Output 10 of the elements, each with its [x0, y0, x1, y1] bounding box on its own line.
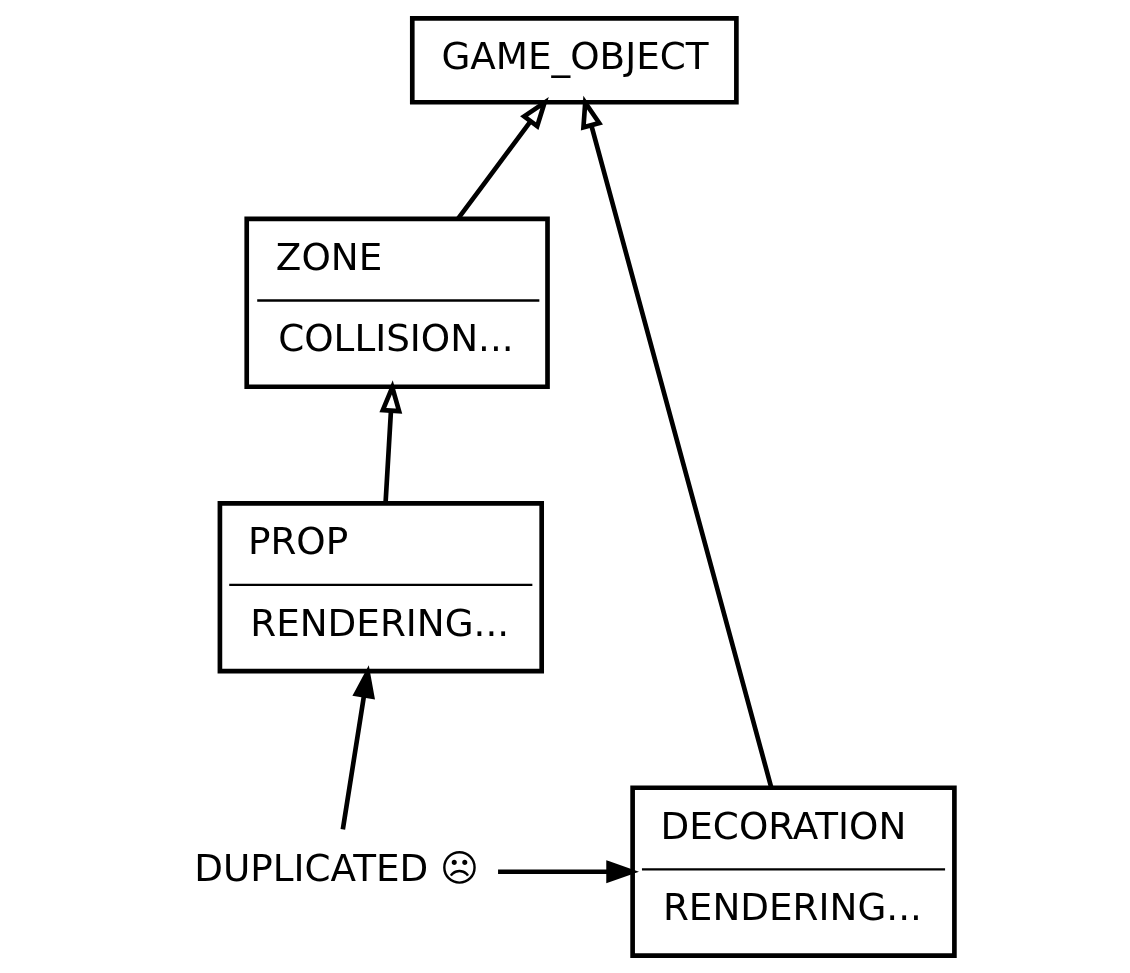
arrow: [456, 96, 549, 220]
node-box: PROP RENDERING...: [217, 500, 544, 674]
arrow: [379, 379, 403, 503]
node-box: GAME_OBJECT: [409, 15, 739, 105]
arrow: [340, 664, 375, 830]
node-text: DUPLICATED ☹: [194, 845, 480, 890]
arrow: [498, 859, 639, 883]
node-box: DECORATION RENDERING...: [630, 784, 957, 958]
node-box: ZONE COLLISION...: [244, 216, 550, 389]
arrow: [580, 95, 774, 788]
